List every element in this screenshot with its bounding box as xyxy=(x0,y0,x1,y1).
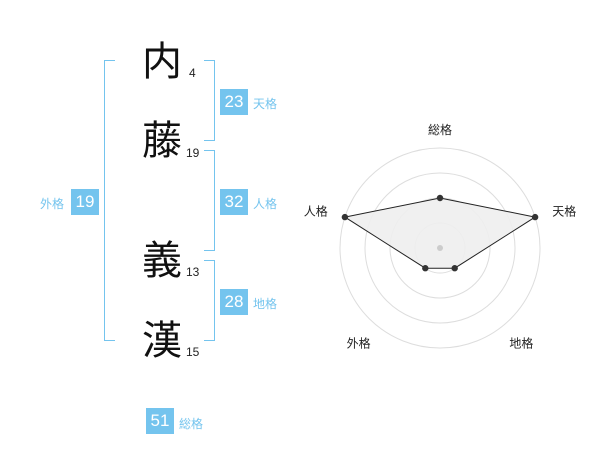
soukaku-label: 総格 xyxy=(179,417,204,431)
chikaku-bracket xyxy=(204,260,215,341)
radar-grid xyxy=(339,147,541,349)
radar-point-1 xyxy=(436,194,444,202)
tenkaku-value: 23 xyxy=(220,89,248,115)
radar-axis-label-4: 外格 xyxy=(347,335,371,350)
chikaku-label: 地格 xyxy=(253,297,278,311)
radar-axis-label-5: 人格 xyxy=(304,204,328,219)
tenkaku-bracket xyxy=(204,60,215,141)
soukaku-value: 51 xyxy=(146,408,174,434)
stroke-count-2: 19 xyxy=(186,146,200,160)
tenkaku-label: 天格 xyxy=(253,97,278,111)
jinkaku-label: 人格 xyxy=(253,197,278,211)
radar-center-dot xyxy=(437,245,443,251)
radar-point-4 xyxy=(422,265,429,272)
stroke-count-3: 13 xyxy=(186,265,200,279)
chikaku-value: 28 xyxy=(220,289,248,315)
jinkaku-bracket xyxy=(204,150,215,251)
radar-axis-label-2: 天格 xyxy=(552,204,576,219)
radar-axis-label-1: 総格 xyxy=(428,122,452,137)
stroke-count-1: 4 xyxy=(189,66,196,80)
radar-axis-label-3: 地格 xyxy=(509,335,533,350)
radar-points xyxy=(341,194,539,272)
radar-ring-3 xyxy=(364,172,516,324)
radar-point-5 xyxy=(341,213,349,221)
jinkaku-value: 32 xyxy=(220,189,248,215)
gaikaku-label: 外格 xyxy=(40,197,65,211)
name-char-4: 漢 xyxy=(142,318,182,364)
radar-ring-4 xyxy=(339,147,541,349)
stroke-count-4: 15 xyxy=(186,345,200,359)
radar-point-2 xyxy=(531,213,539,221)
gaikaku-value: 19 xyxy=(71,189,99,215)
name-char-2: 藤 xyxy=(142,118,182,164)
name-char-1: 内 xyxy=(142,39,182,85)
name-char-3: 義 xyxy=(142,238,182,284)
radar-point-3 xyxy=(451,265,458,272)
gaikaku-bracket xyxy=(104,60,115,341)
radar-area xyxy=(343,197,537,269)
